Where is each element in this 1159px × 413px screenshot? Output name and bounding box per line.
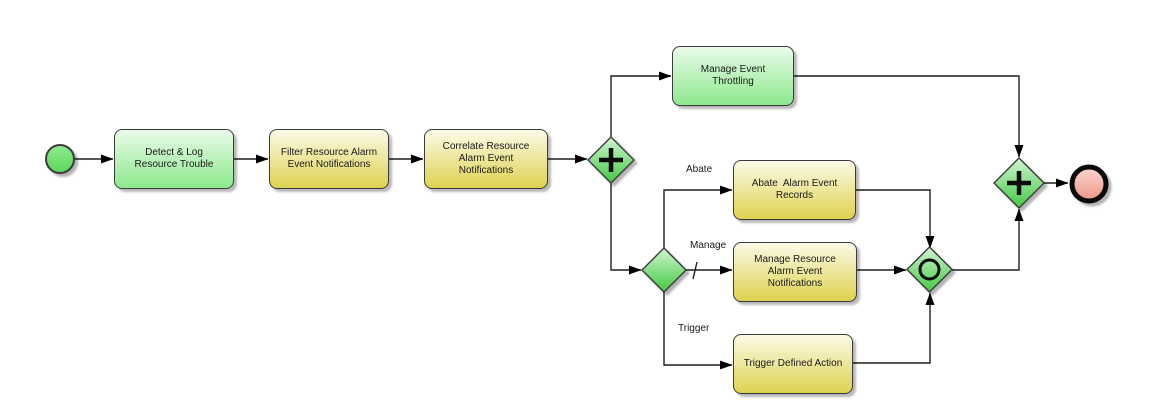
task-label: Filter Resource Alarm Event Notification… (280, 147, 378, 170)
circle-gateway-icon (918, 258, 941, 281)
task-detect-log-resource-trouble: Detect & Log Resource Trouble (114, 129, 234, 189)
flow-decision-to-abate (663, 185, 733, 248)
flow-abate-to-merge-gateway (856, 189, 935, 249)
end-event (1069, 164, 1109, 204)
blank-diamond-gateway-icon (641, 247, 687, 293)
flow-decision-to-trigger (663, 292, 733, 370)
parallel-split-gateway (587, 136, 635, 184)
flow-merge-to-join-gateway (952, 208, 1024, 271)
start-event-circle-icon (45, 144, 75, 174)
task-trigger-defined-action: Trigger Defined Action (733, 334, 853, 394)
inclusive-merge-gateway (906, 246, 953, 293)
task-label: Abate Alarm Event Records (751, 178, 838, 201)
task-abate-alarm-event-records: Abate Alarm Event Records (733, 160, 856, 220)
flow-split-to-throttling (610, 71, 672, 137)
plus-gateway-icon (599, 148, 623, 172)
flow-label-abate: Abate (686, 164, 713, 175)
default-flow-tick-icon (692, 261, 698, 280)
flow-label-manage: Manage (690, 240, 727, 251)
task-filter-resource-alarm-event-notifications: Filter Resource Alarm Event Notification… (269, 129, 389, 189)
start-event (45, 144, 75, 174)
task-label: Manage Event Throttling (700, 64, 766, 87)
exclusive-decision-gateway (641, 247, 687, 293)
task-manage-event-throttling: Manage Event Throttling (672, 46, 794, 106)
flow-split-to-decision-gateway (610, 183, 642, 275)
plus-gateway-icon (1007, 171, 1031, 195)
task-label: Manage Resource Alarm Event Notification… (754, 254, 836, 289)
task-label: Correlate Resource Alarm Event Notificat… (442, 141, 530, 176)
flow-throttling-to-join-gateway (794, 75, 1024, 158)
task-label: Detect & Log Resource Trouble (134, 147, 214, 170)
flow-label-trigger: Trigger (678, 323, 710, 334)
task-correlate-resource-alarm-event-notifications: Correlate Resource Alarm Event Notificat… (424, 129, 548, 189)
parallel-join-gateway (993, 157, 1045, 209)
task-label: Trigger Defined Action (743, 358, 843, 369)
end-event-thick-circle-icon (1069, 164, 1109, 204)
task-manage-resource-alarm-event-notifications: Manage Resource Alarm Event Notification… (733, 242, 857, 302)
flow-trigger-to-merge-gateway (853, 292, 935, 364)
